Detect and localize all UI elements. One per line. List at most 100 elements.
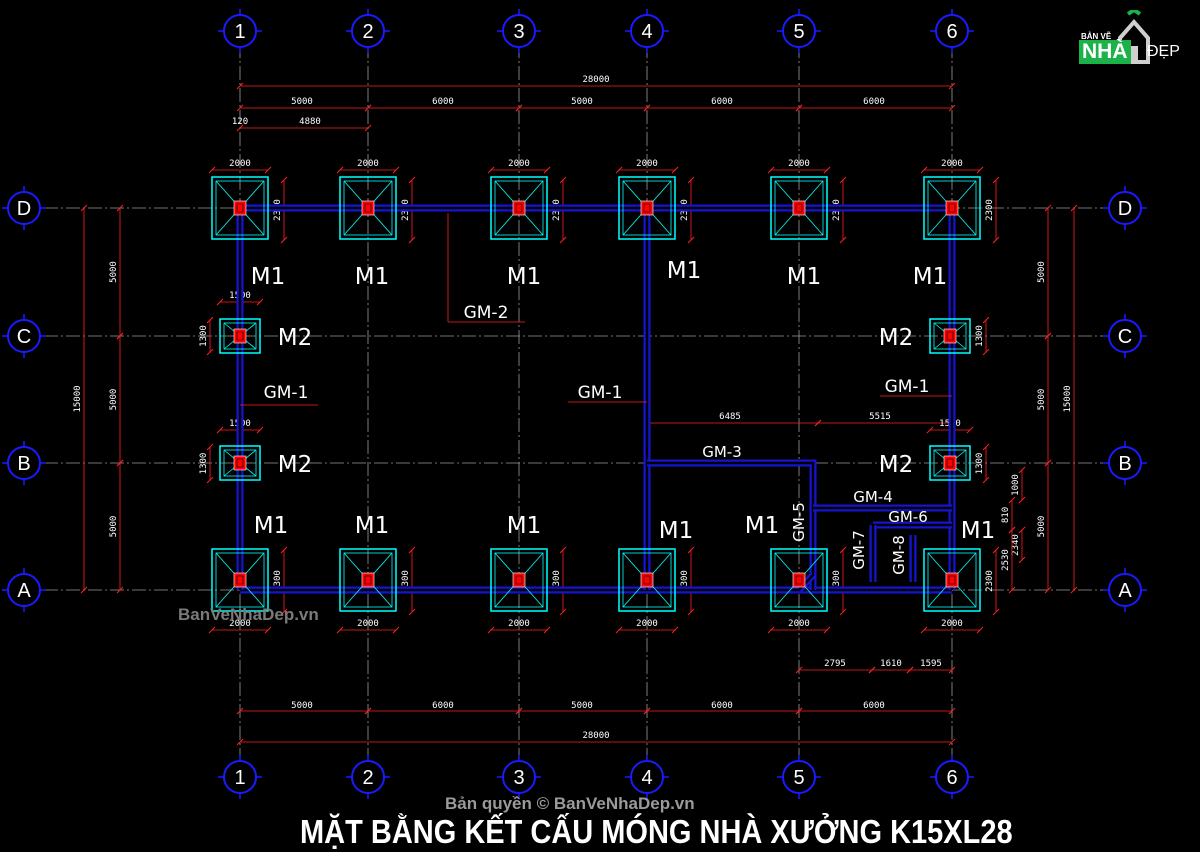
dim-right-span-1-tick xyxy=(1044,332,1052,340)
footing-outer xyxy=(339,548,397,612)
column-section xyxy=(361,200,375,216)
grid-bubble-bottom-2: 2 xyxy=(346,755,390,799)
dim-m1-a-4-text: 2300 xyxy=(832,570,842,592)
footing-M1-D5 xyxy=(770,176,828,240)
dim-m1-bot-5-text: 2000 xyxy=(941,619,963,629)
grid-bubble-label: 1 xyxy=(234,21,245,43)
column-section xyxy=(943,455,957,471)
dim-top-extra-a: 120 xyxy=(232,117,248,127)
footing-outer xyxy=(618,176,676,240)
grid-bubble-bottom-1: 1 xyxy=(218,755,262,799)
footing-outer xyxy=(618,548,676,612)
dim-top-extra-tick xyxy=(364,124,372,132)
footing-M2-2 xyxy=(929,318,971,354)
dim-bot-overall-tick xyxy=(948,738,956,746)
copyright-notice: Bản quyền © BanVeNhaDep.vn xyxy=(445,794,695,813)
column-section xyxy=(233,572,247,588)
label-gm5: GM-5 xyxy=(790,502,808,542)
footings xyxy=(211,176,981,612)
dim-m2-b-right-v-tick xyxy=(982,476,990,484)
dim-m2-b-right-tick xyxy=(926,426,934,434)
column-section xyxy=(792,572,806,588)
dim-bot-span-text-2: 5000 xyxy=(571,701,593,711)
dim-m1-d-5-text: 2300 xyxy=(985,199,995,221)
footing-outer xyxy=(219,318,261,354)
site-logo[interactable]: BẢN VẼ NHÀ ĐẸP xyxy=(1076,10,1194,66)
dim-m2-c-left-v-text: 1300 xyxy=(199,325,209,347)
dim-top-span-3-tick xyxy=(643,104,651,112)
footing-inner xyxy=(927,552,977,608)
dim-m1-top-2-text: 2000 xyxy=(508,159,530,169)
footing-M1-A5 xyxy=(770,548,828,612)
grid-bubble-label: 4 xyxy=(641,21,652,43)
column-section xyxy=(640,200,654,216)
dim-right-span-2-text: 5000 xyxy=(1037,516,1047,538)
footing-inner xyxy=(933,322,967,350)
column-section xyxy=(512,572,526,588)
dim-right-detail-c-text: 2340 xyxy=(1011,534,1021,556)
dim-left-span-2-text: 5000 xyxy=(109,516,119,538)
column-section-inner xyxy=(946,458,954,468)
footing-M1-D4 xyxy=(618,176,676,240)
dim-m1-top-2-tick xyxy=(487,166,495,174)
dim-left-span-1-tick xyxy=(116,332,124,340)
footing-M1-A2 xyxy=(339,548,397,612)
column-section xyxy=(792,200,806,216)
dim-right-detail-c-tick xyxy=(1018,526,1026,534)
dim-right-detail-a-text: 1000 xyxy=(1011,474,1021,496)
footing-outer xyxy=(929,445,971,481)
grid-bubble-label: 6 xyxy=(946,21,957,43)
dim-m1-a-4-tick xyxy=(839,546,847,554)
dim-m1-d-4-tick xyxy=(839,176,847,184)
grid-bubble-label: 6 xyxy=(946,767,957,789)
dim-bot-span-1-tick xyxy=(364,707,372,715)
dim-right-span-1-text: 5000 xyxy=(1037,389,1047,411)
label-m2-b-right: M2 xyxy=(879,452,913,478)
dim-internal-b-text: 5515 xyxy=(869,412,891,422)
grid-bubble-left-B: B xyxy=(2,441,46,485)
dim-m1-bot-2-text: 2000 xyxy=(508,619,530,629)
footing-M1-A4 xyxy=(618,548,676,612)
dim-top-span-text-4: 6000 xyxy=(863,97,885,107)
grid-bubble-label: 2 xyxy=(362,21,373,43)
dim-right-overall-tick xyxy=(1070,586,1078,594)
dim-left-span-2-tick xyxy=(116,586,124,594)
dim-m1-bot-2-tick xyxy=(487,626,495,634)
dim-m2-b-left-v-tick xyxy=(206,443,214,451)
beam-gm3-inner xyxy=(647,461,815,590)
dim-m1-bot-1-text: 2000 xyxy=(357,619,379,629)
dim-m1-a-0-text: 2300 xyxy=(273,570,283,592)
dim-left-overall-tick xyxy=(80,586,88,594)
column-section-inner xyxy=(948,203,956,213)
dim-bot-overall-text: 28000 xyxy=(582,731,609,741)
dim-m2-b-left-tick xyxy=(256,426,264,434)
label-m1-bot-0: M1 xyxy=(254,513,288,539)
dim-m1-top-0-tick xyxy=(208,166,216,174)
footing-M1-A1 xyxy=(211,548,269,612)
dim-m1-a-3-text: 2300 xyxy=(680,570,690,592)
column-section xyxy=(233,200,247,216)
label-m1-top-1: M1 xyxy=(355,264,389,290)
dim-m1-a-1-tick xyxy=(408,546,416,554)
column-section-inner xyxy=(946,331,954,341)
grid-axis-lines xyxy=(44,44,1108,756)
dim-m1-bot-3-tick xyxy=(615,626,623,634)
grid-bubble-top-4: 4 xyxy=(625,9,669,53)
footing-outer xyxy=(211,176,269,240)
footing-outer xyxy=(929,318,971,354)
grid-bubble-right-D: D xyxy=(1103,186,1147,230)
footing-M1-A6 xyxy=(923,548,981,612)
label-gm3: GM-3 xyxy=(702,443,742,461)
dim-right-detail-a-tick xyxy=(1018,466,1026,474)
grid-bubble-left-C: C xyxy=(2,314,46,358)
dim-m1-top-5-tick xyxy=(976,166,984,174)
grid-bubble-label: B xyxy=(17,453,30,475)
dim-top-span-text-1: 6000 xyxy=(432,97,454,107)
grid-bubble-left-D: D xyxy=(2,186,46,230)
label-m1-top-3: M1 xyxy=(667,258,701,284)
label-m1-bot-5: M1 xyxy=(961,518,995,544)
dim-m2-b-right-tick xyxy=(966,426,974,434)
